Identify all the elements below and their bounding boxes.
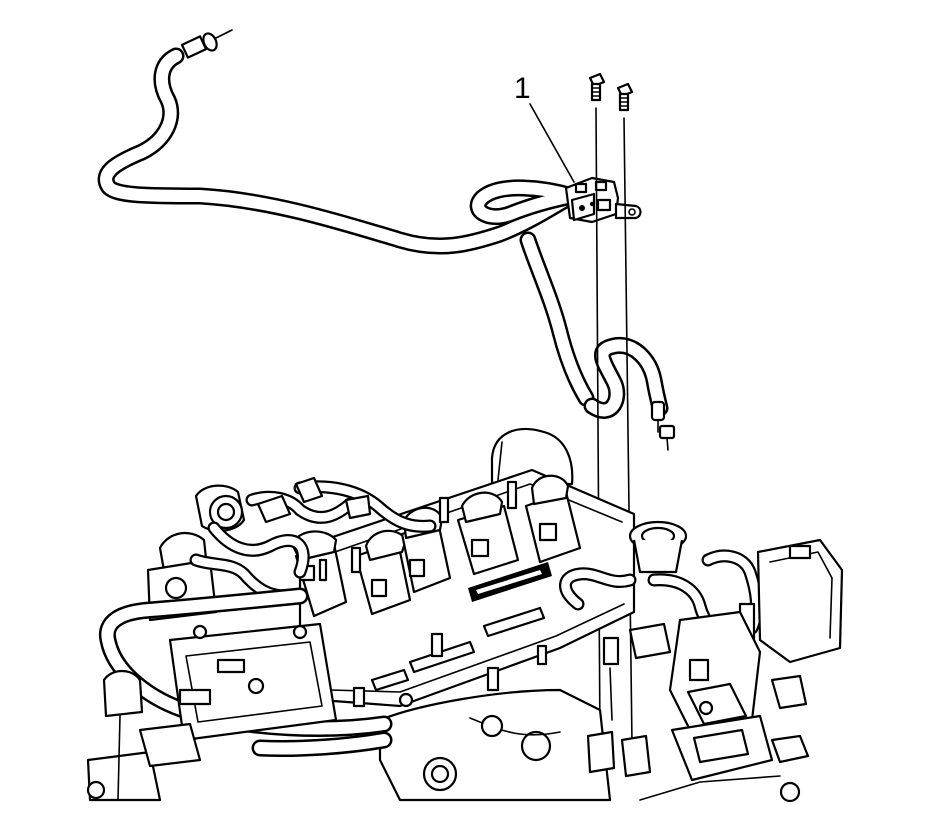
vent-hose-assembly [97, 29, 676, 451]
ignition-coil-2 [354, 529, 412, 616]
ignition-coil-5 [524, 474, 582, 564]
callout-1: 1 [514, 72, 575, 183]
control-solenoid-valve [564, 176, 642, 224]
valve-cover-nameplate [468, 562, 552, 602]
bolt-right [616, 82, 634, 112]
bolt-guide-line-left [595, 107, 601, 743]
engine-assembly [86, 427, 844, 803]
callout-1-label: 1 [514, 72, 531, 105]
cover-bolts [352, 632, 548, 708]
bolt-left [588, 72, 606, 102]
ignition-coil-4 [456, 491, 520, 576]
bolt-guide-line-right [623, 117, 633, 745]
lower-right-sensor [670, 714, 810, 782]
oil-filler-neck [628, 520, 688, 574]
